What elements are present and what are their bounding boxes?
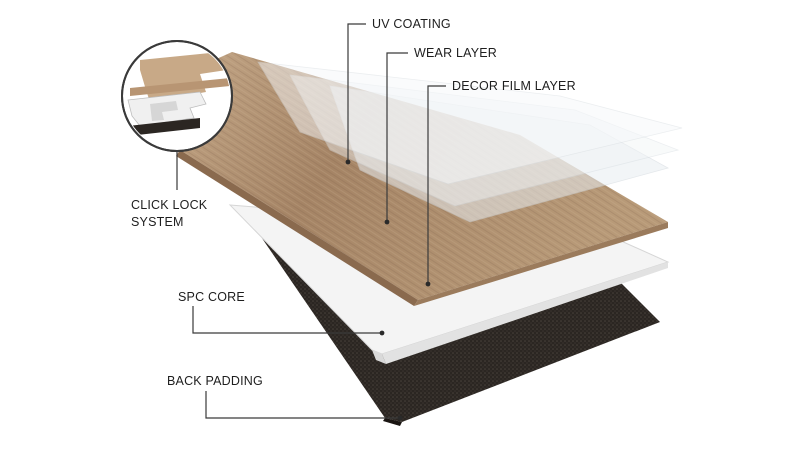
decor-film-layer-label: DECOR FILM LAYER xyxy=(452,79,576,93)
spc-core-label: SPC CORE xyxy=(178,290,245,304)
back-padding-label: BACK PADDING xyxy=(167,374,263,388)
leader-lines xyxy=(176,23,446,421)
click-lock-label-line1: CLICK LOCK xyxy=(131,198,208,212)
uv-coating-label: UV COATING xyxy=(372,17,451,31)
click-lock-label-line2: SYSTEM xyxy=(131,215,184,229)
click-lock-zoom xyxy=(121,40,233,152)
uv-coating-sheet xyxy=(257,61,683,185)
wear-layer-label: WEAR LAYER xyxy=(414,46,498,60)
